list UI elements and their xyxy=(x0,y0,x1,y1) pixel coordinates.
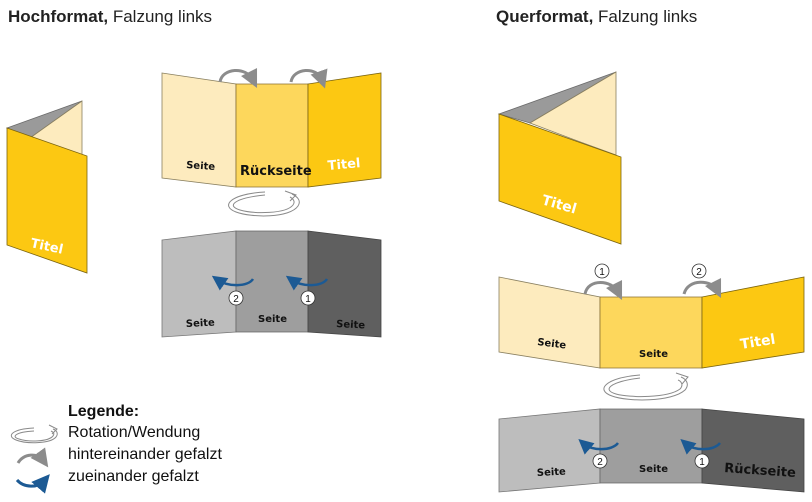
querformat-back-spread: Seite Seite Rückseite 2 1 xyxy=(498,408,805,493)
querformat-front-label-1: Seite xyxy=(537,337,567,351)
querformat-back-label-3: Rückseite xyxy=(724,461,797,481)
querformat-back-panel-1 xyxy=(498,408,601,493)
legend-rotation-icon xyxy=(11,424,58,444)
q-front-marker-2: 2 xyxy=(691,263,707,279)
q-fold-together-arrow-1 xyxy=(680,439,721,455)
q-front-marker-1: 1 xyxy=(594,263,610,279)
legend-fold-together-arrow-icon xyxy=(15,474,50,494)
svg-text:2: 2 xyxy=(597,457,603,468)
fold-together-arrow-1 xyxy=(285,275,329,291)
q-fold-marker-2: 2 xyxy=(592,453,608,469)
heading-querformat-bold: Querformat, xyxy=(496,7,594,26)
svg-text:2: 2 xyxy=(233,294,239,305)
q-front-panel-titel xyxy=(498,113,622,245)
querformat-front-label-2: Seite xyxy=(639,349,668,360)
querformat-front-label-3: Titel xyxy=(739,332,776,353)
legend-item-rotation: Rotation/Wendung xyxy=(68,424,201,441)
hochformat-front-label-2: Rückseite xyxy=(240,164,312,179)
svg-text:1: 1 xyxy=(699,457,705,468)
fold-marker-2: 2 xyxy=(228,290,244,306)
legend: Legende: Rotation/Wendung hintereinander… xyxy=(68,402,222,488)
querformat-front-panel-3 xyxy=(701,276,805,369)
hochformat-back-spread: Seite Seite Seite 2 1 xyxy=(161,230,382,338)
hochformat-back-label-2: Seite xyxy=(258,314,287,325)
hochformat-folded-title: Titel xyxy=(29,236,64,257)
heading-hochformat-bold: Hochformat, xyxy=(8,7,109,26)
hochformat-back-label-1: Seite xyxy=(186,317,216,330)
q-fold-behind-arrow-2 xyxy=(682,277,722,299)
q-fold-behind-arrow-1 xyxy=(583,279,623,301)
legend-title: Legende: xyxy=(68,403,140,420)
hochformat-folded-brochure: Titel xyxy=(5,100,88,274)
legend-item-fold-behind: hintereinander gefalzt xyxy=(68,446,222,463)
querformat-folded-brochure: Titel xyxy=(497,71,622,245)
svg-text:2: 2 xyxy=(696,267,702,278)
querformat-rotation-icon xyxy=(603,372,689,401)
hochformat-front-spread: Seite Rückseite Titel xyxy=(161,67,382,188)
heading-hochformat-regular: Falzung links xyxy=(108,7,213,26)
hochformat-back-label-3: Seite xyxy=(336,319,366,332)
querformat-back-label-2: Seite xyxy=(639,464,668,475)
querformat-back-label-1: Seite xyxy=(537,466,567,479)
hochformat-front-label-3: Titel xyxy=(327,156,361,174)
svg-text:1: 1 xyxy=(599,267,605,278)
fold-behind-arrow-2 xyxy=(289,68,328,89)
svg-text:1: 1 xyxy=(305,294,311,305)
querformat-front-spread: Seite Seite Titel 1 2 xyxy=(498,263,805,369)
legend-item-fold-together: zueinander gefalzt xyxy=(68,468,199,485)
q-fold-marker-1: 1 xyxy=(694,453,710,469)
fold-marker-1: 1 xyxy=(300,290,316,306)
legend-fold-behind-arrow-icon xyxy=(16,447,49,468)
hochformat-front-panel-3 xyxy=(307,72,382,188)
hochformat-rotation-icon xyxy=(228,190,300,217)
fold-behind-arrow-1 xyxy=(218,67,258,89)
heading-hochformat: Hochformat, Falzung links xyxy=(8,7,212,27)
front-panel-titel xyxy=(6,127,88,274)
q-fold-together-arrow-2 xyxy=(578,439,619,455)
heading-querformat-regular: Falzung links xyxy=(593,7,698,26)
hochformat-front-label-1: Seite xyxy=(186,160,216,173)
fold-together-arrow-2 xyxy=(211,275,255,291)
heading-querformat: Querformat, Falzung links xyxy=(496,7,697,27)
